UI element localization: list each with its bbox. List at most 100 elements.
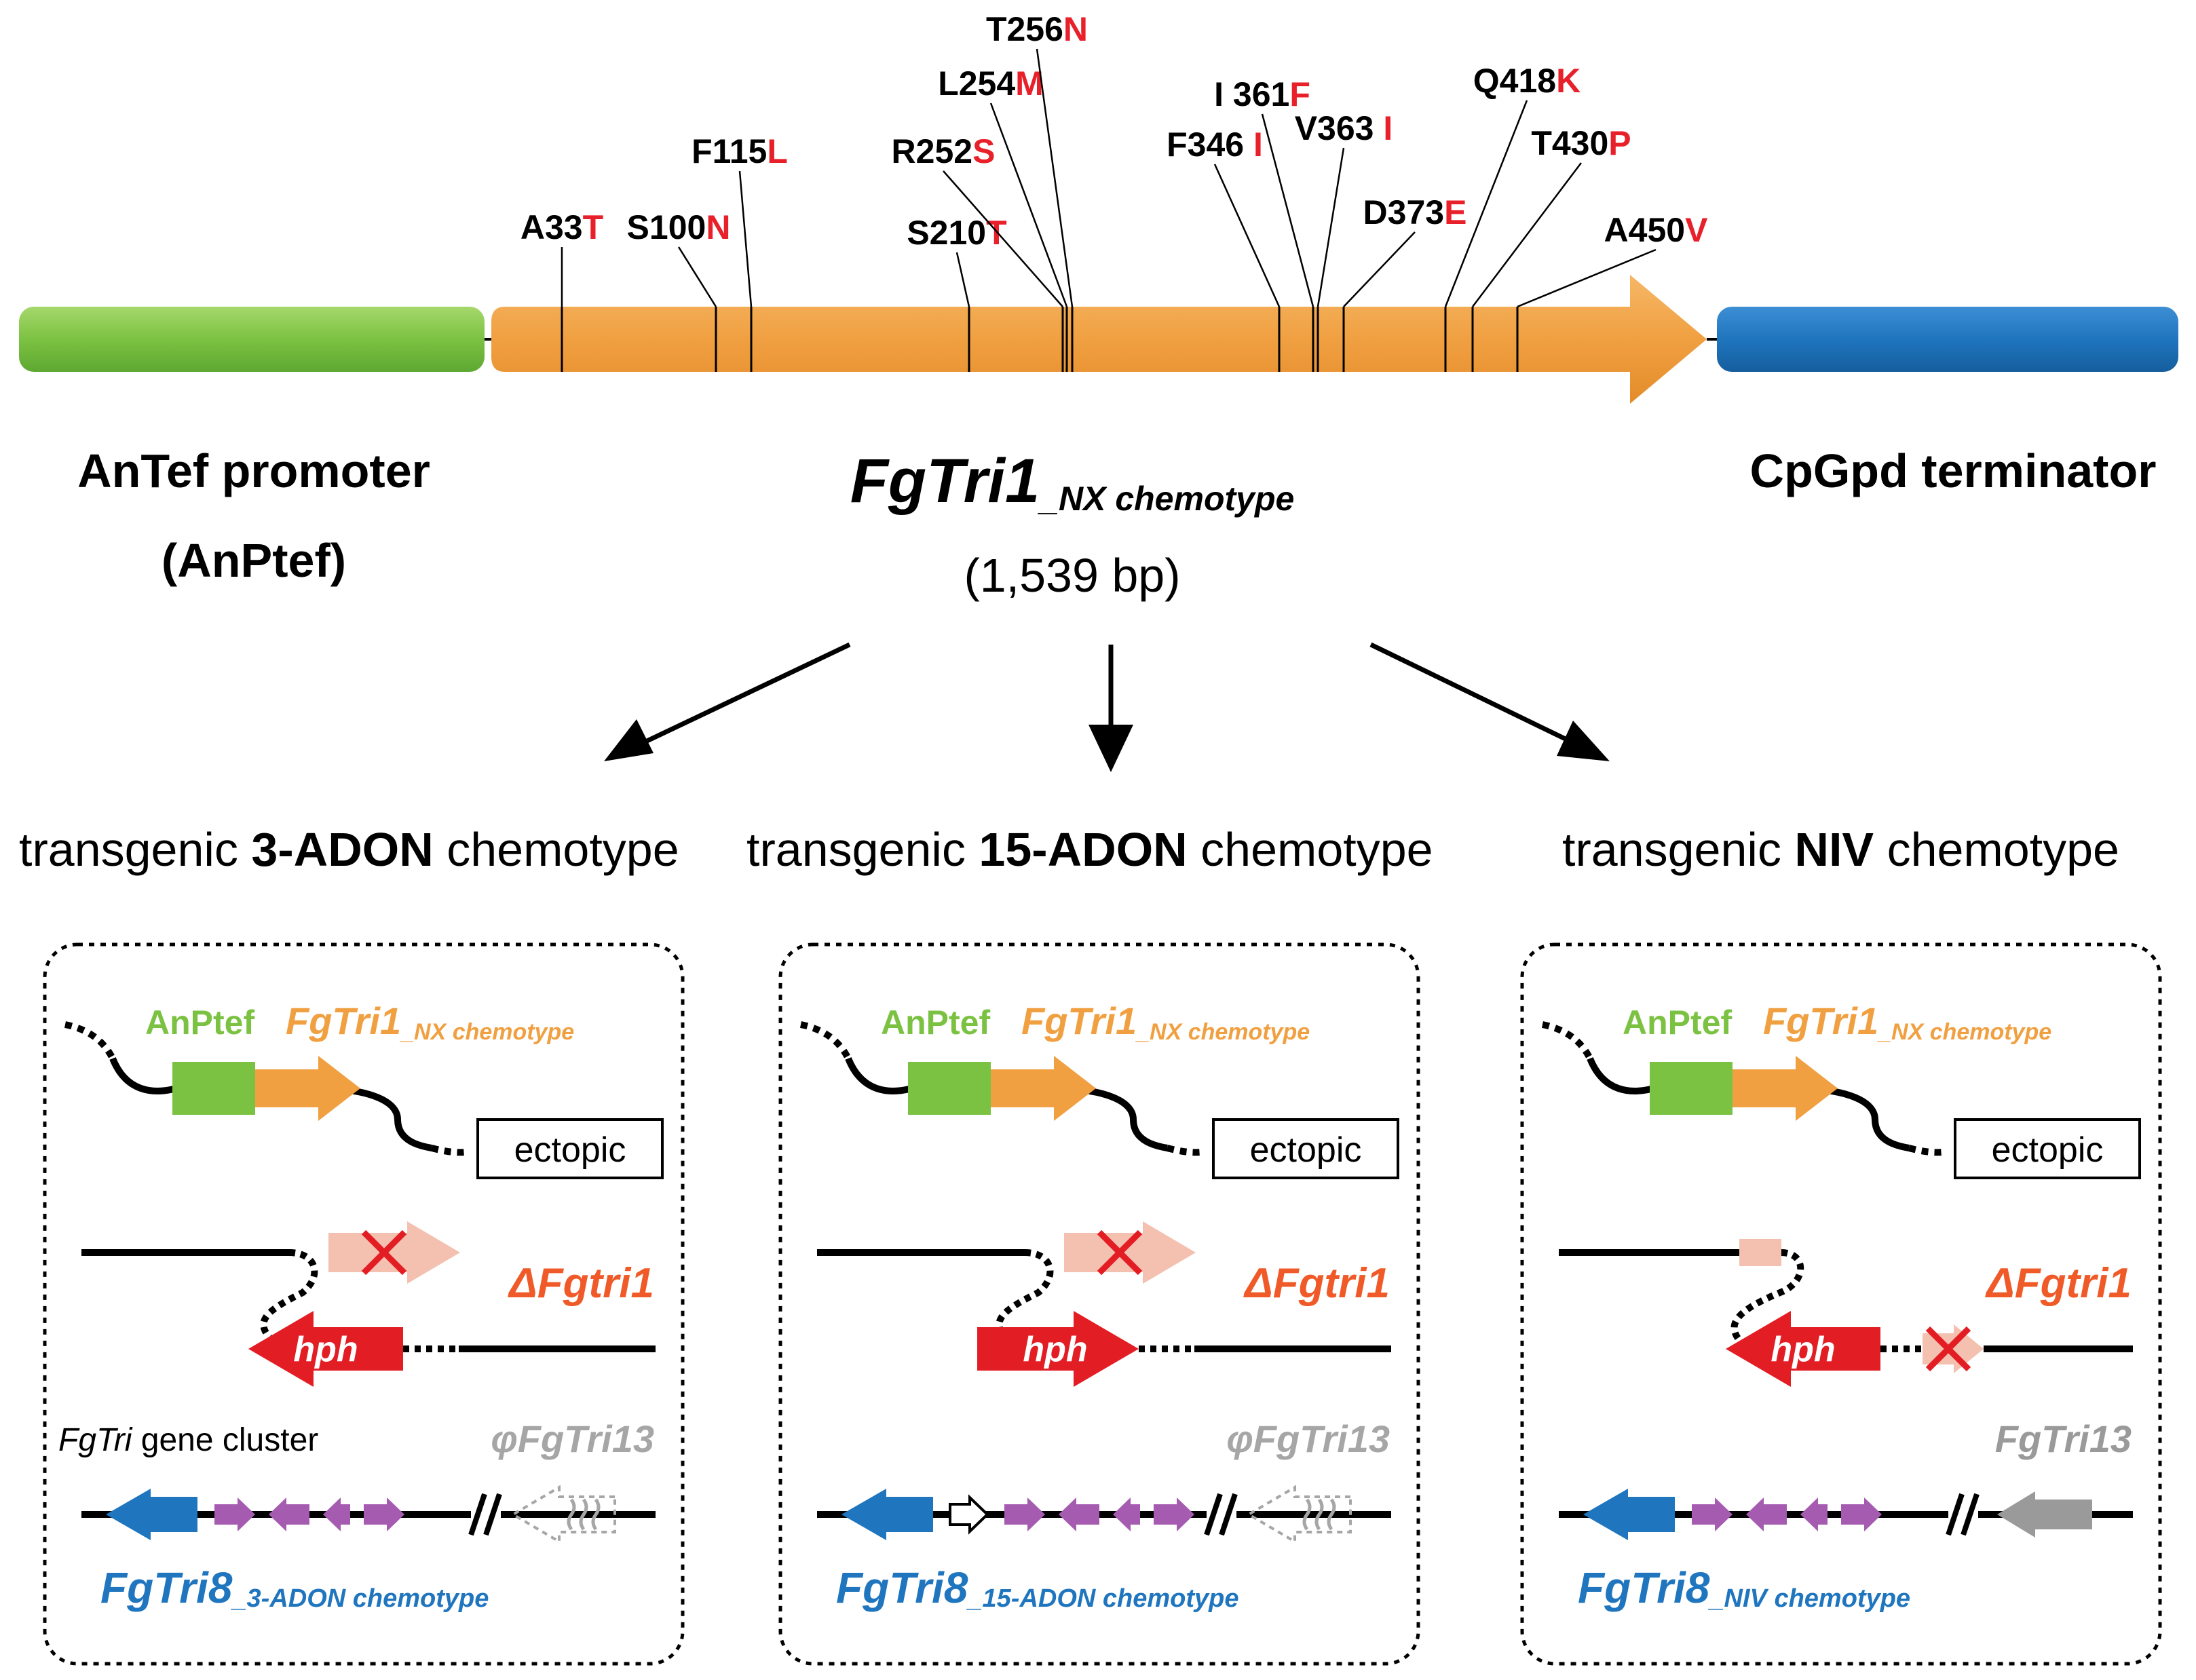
pseudo-wave-mark xyxy=(591,1498,601,1531)
cluster-gene-arrow xyxy=(1800,1497,1828,1531)
mutation-leader-line xyxy=(1317,147,1345,307)
mutation-new-residue: K xyxy=(1556,62,1580,100)
mutation-leader-line xyxy=(677,246,717,307)
promoter-label-line1: AnTef promoter xyxy=(77,444,430,497)
pseudo-tri13-arrow xyxy=(1246,1485,1352,1544)
promoter-label-line2: (AnPtef) xyxy=(162,534,346,587)
ectopic-box xyxy=(476,1118,664,1179)
panel-border xyxy=(778,942,1420,1666)
mutation-new-residue: S xyxy=(972,132,995,170)
mutation-label: S210T xyxy=(907,214,1006,252)
deletion-x-mark xyxy=(1097,1229,1143,1276)
break-mark xyxy=(1204,1493,1223,1536)
mutation-leader-line xyxy=(955,252,970,307)
panel-title-15adon: transgenic 15-ADON chemotype xyxy=(746,823,1433,876)
break-mark xyxy=(1946,1493,1965,1536)
pseudo-wave-mark xyxy=(567,1498,576,1531)
cluster-gene-arrow xyxy=(1154,1497,1194,1531)
ectopic-flank xyxy=(109,1057,432,1151)
fgtri1-nx-label: FgTri1_NX chemotype xyxy=(1021,999,1310,1045)
mutation-new-residue: L xyxy=(767,132,788,170)
cluster-gene-arrow xyxy=(1692,1497,1733,1531)
hph-label: hph xyxy=(1771,1330,1835,1369)
cluster-label: FgTri gene cluster xyxy=(58,1422,318,1458)
fgtri1-nx-label: FgTri1_NX chemotype xyxy=(286,999,574,1045)
hph-label: hph xyxy=(1023,1330,1087,1369)
anptef-block xyxy=(908,1062,991,1115)
arrow-to-niv-head xyxy=(1557,721,1610,761)
fgtri1-suffix: _NX chemotype xyxy=(400,1019,574,1045)
anptef-label: AnPtef xyxy=(145,1004,254,1042)
fgtri8-label: FgTri8_NIV chemotype xyxy=(1578,1563,1910,1613)
mutation-original: Q418 xyxy=(1473,62,1556,100)
deleted-fragment xyxy=(1739,1239,1781,1266)
mutation-new-residue: T xyxy=(583,208,604,246)
mutation-new-residue: P xyxy=(1608,124,1631,162)
mutation-label: V363 I xyxy=(1295,109,1393,147)
panel-border xyxy=(1520,942,2162,1666)
fgtri1-suffix: _NX chemotype xyxy=(1135,1019,1310,1045)
ectopic-label: ectopic xyxy=(1992,1130,2104,1170)
deletion-x-mark xyxy=(361,1229,407,1276)
cluster-gene-arrow xyxy=(364,1497,404,1531)
ectopic-label: ectopic xyxy=(514,1130,626,1170)
ectopic-flank xyxy=(1587,1057,1910,1151)
mutation-original: S210 xyxy=(907,214,986,252)
mutation-leader-line xyxy=(1036,48,1074,307)
pseudo-wave-mark xyxy=(1302,1498,1312,1531)
mutation-original: T256 xyxy=(986,10,1063,48)
break-mark xyxy=(1219,1493,1238,1536)
mutation-original: A33 xyxy=(520,208,583,246)
mutation-new-residue: E xyxy=(1444,193,1466,231)
tri13-label: φFgTri13 xyxy=(1226,1417,1390,1460)
fgtri1-gene-arrow xyxy=(491,275,1707,404)
arrow-to-15adon-head xyxy=(1088,725,1133,772)
deleted-fgtri1-arrow xyxy=(328,1221,460,1284)
deletion-label: ΔFgtri1 xyxy=(1985,1260,2132,1307)
crossover-dotted xyxy=(260,1249,318,1350)
mutation-label: R252S xyxy=(892,132,996,170)
fgtri1-suffix: _NX chemotype xyxy=(1877,1019,2051,1045)
mutation-original: A450 xyxy=(1604,211,1686,249)
mutation-label: I 361F xyxy=(1214,75,1310,113)
anptef-block xyxy=(172,1062,255,1115)
anptef-block xyxy=(1650,1062,1733,1115)
terminator-label: CpGpd terminator xyxy=(1750,444,2157,497)
fgtri8-arrow xyxy=(106,1489,197,1540)
branch-arrows xyxy=(604,642,1610,772)
pseudo-tri13-arrow xyxy=(510,1485,616,1544)
hph-arrow xyxy=(248,1311,403,1387)
mutation-label: T256N xyxy=(986,10,1088,48)
panel-border xyxy=(43,942,685,1666)
mutation-leader-line xyxy=(1343,231,1416,307)
cluster-gene-arrow xyxy=(323,1497,350,1531)
mutation-label: L254M xyxy=(938,64,1044,102)
break-mark xyxy=(1961,1493,1980,1536)
arrow-to-3adon xyxy=(613,642,851,759)
anptef-label: AnPtef xyxy=(881,1004,990,1042)
mutation-leader-line xyxy=(989,102,1068,307)
ectopic-flank xyxy=(845,1057,1168,1151)
cluster-gene-arrow xyxy=(1059,1497,1099,1531)
mutation-new-residue: N xyxy=(706,208,730,246)
fgtri1-name: FgTri1 xyxy=(1021,999,1137,1042)
cluster-gene-arrow xyxy=(1004,1497,1045,1531)
mutation-original: F115 xyxy=(692,132,767,170)
mutation-original: I 361 xyxy=(1214,75,1289,113)
mutation-leader-line xyxy=(943,170,1063,307)
crossover-dotted xyxy=(1730,1249,1804,1353)
tri13-label: FgTri13 xyxy=(1995,1417,2132,1460)
mutation-leader-line xyxy=(1213,164,1281,307)
mutation-label: F115L xyxy=(692,132,788,170)
mutation-original: T430 xyxy=(1531,124,1608,162)
break-mark xyxy=(483,1493,502,1536)
fgtri1-nx-label: FgTri1_NX chemotype xyxy=(1763,999,2051,1045)
deleted-fgtri1-arrow xyxy=(1064,1221,1196,1284)
mutation-label: Q418K xyxy=(1473,62,1580,100)
crossover-dotted xyxy=(996,1249,1054,1350)
arrow-to-niv xyxy=(1369,642,1596,756)
mutation-leader-line xyxy=(1472,162,1582,307)
